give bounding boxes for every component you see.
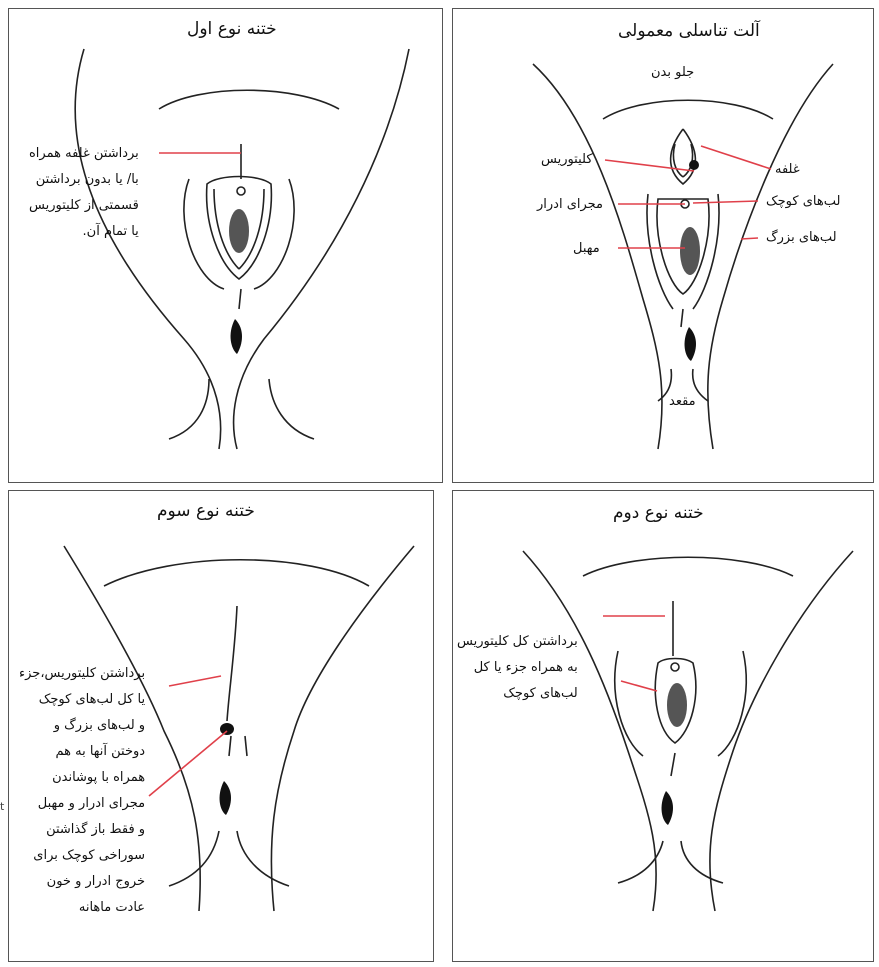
small-opening-mark xyxy=(220,723,234,735)
panel-normal: آلت تناسلی معمولی جلو بدن کلیتوریس غلفه … xyxy=(452,8,874,483)
anus-mark xyxy=(220,781,231,815)
labia-majora-label: لب‌های بزرگ xyxy=(766,231,837,244)
panel-type1: ختنه نوع اول برداشتن غلفه همراه با/ یا ب… xyxy=(8,8,443,483)
leader-labia-minora xyxy=(621,681,657,691)
type1-illustration xyxy=(9,9,444,484)
type1-description: برداشتن غلفه همراه با/ یا بدون برداشتن ق… xyxy=(29,141,139,245)
vaginal-opening xyxy=(229,209,249,253)
panel-type2: ختنه نوع دوم برداشتن کل کلیتوریس به همرا… xyxy=(452,490,874,962)
panel-type3: ختنه نوع سوم برداشتن کلیتوریس،جزء یا کل … xyxy=(8,490,434,962)
mons-arc xyxy=(159,90,339,109)
clitoris-label: کلیتوریس xyxy=(541,153,593,166)
leader-removal xyxy=(169,676,221,686)
labia-minora-label: لب‌های کوچک xyxy=(766,195,840,208)
type3-description: برداشتن کلیتوریس،جزء یا کل لب‌های کوچک و… xyxy=(19,661,145,921)
leader-labia-majora xyxy=(741,238,758,239)
anus-mark xyxy=(662,791,673,825)
vaginal-opening xyxy=(667,683,687,727)
anus-mark xyxy=(685,327,696,361)
type2-description: برداشتن کل کلیتوریس به همراه جزء یا کل ل… xyxy=(457,629,578,707)
front-of-body-label: جلو بدن xyxy=(651,66,694,79)
vagina-label: مهبل xyxy=(573,242,600,255)
stray-mark: t xyxy=(0,800,4,813)
leader-labia-minora xyxy=(693,201,758,203)
leader-clitoris xyxy=(605,160,694,171)
normal-illustration xyxy=(453,9,875,484)
urethra-label: مجرای ادرار xyxy=(537,198,603,211)
urethra-mark xyxy=(237,187,245,195)
clitoris-mark xyxy=(689,160,699,170)
type3-leader-lines xyxy=(149,676,227,796)
leader-opening xyxy=(149,731,227,796)
type2-illustration xyxy=(453,491,875,963)
normal-title: آلت تناسلی معمولی xyxy=(618,21,760,41)
type3-title: ختنه نوع سوم xyxy=(157,501,255,521)
anus-mark xyxy=(231,319,242,354)
vaginal-opening xyxy=(680,227,700,275)
anus-label: مقعد xyxy=(669,395,696,408)
leader-prepuce xyxy=(701,146,771,169)
left-thigh-line xyxy=(75,49,220,449)
type1-title: ختنه نوع اول xyxy=(187,19,277,39)
type2-title: ختنه نوع دوم xyxy=(613,503,704,523)
prepuce-label: غلفه xyxy=(775,163,800,176)
